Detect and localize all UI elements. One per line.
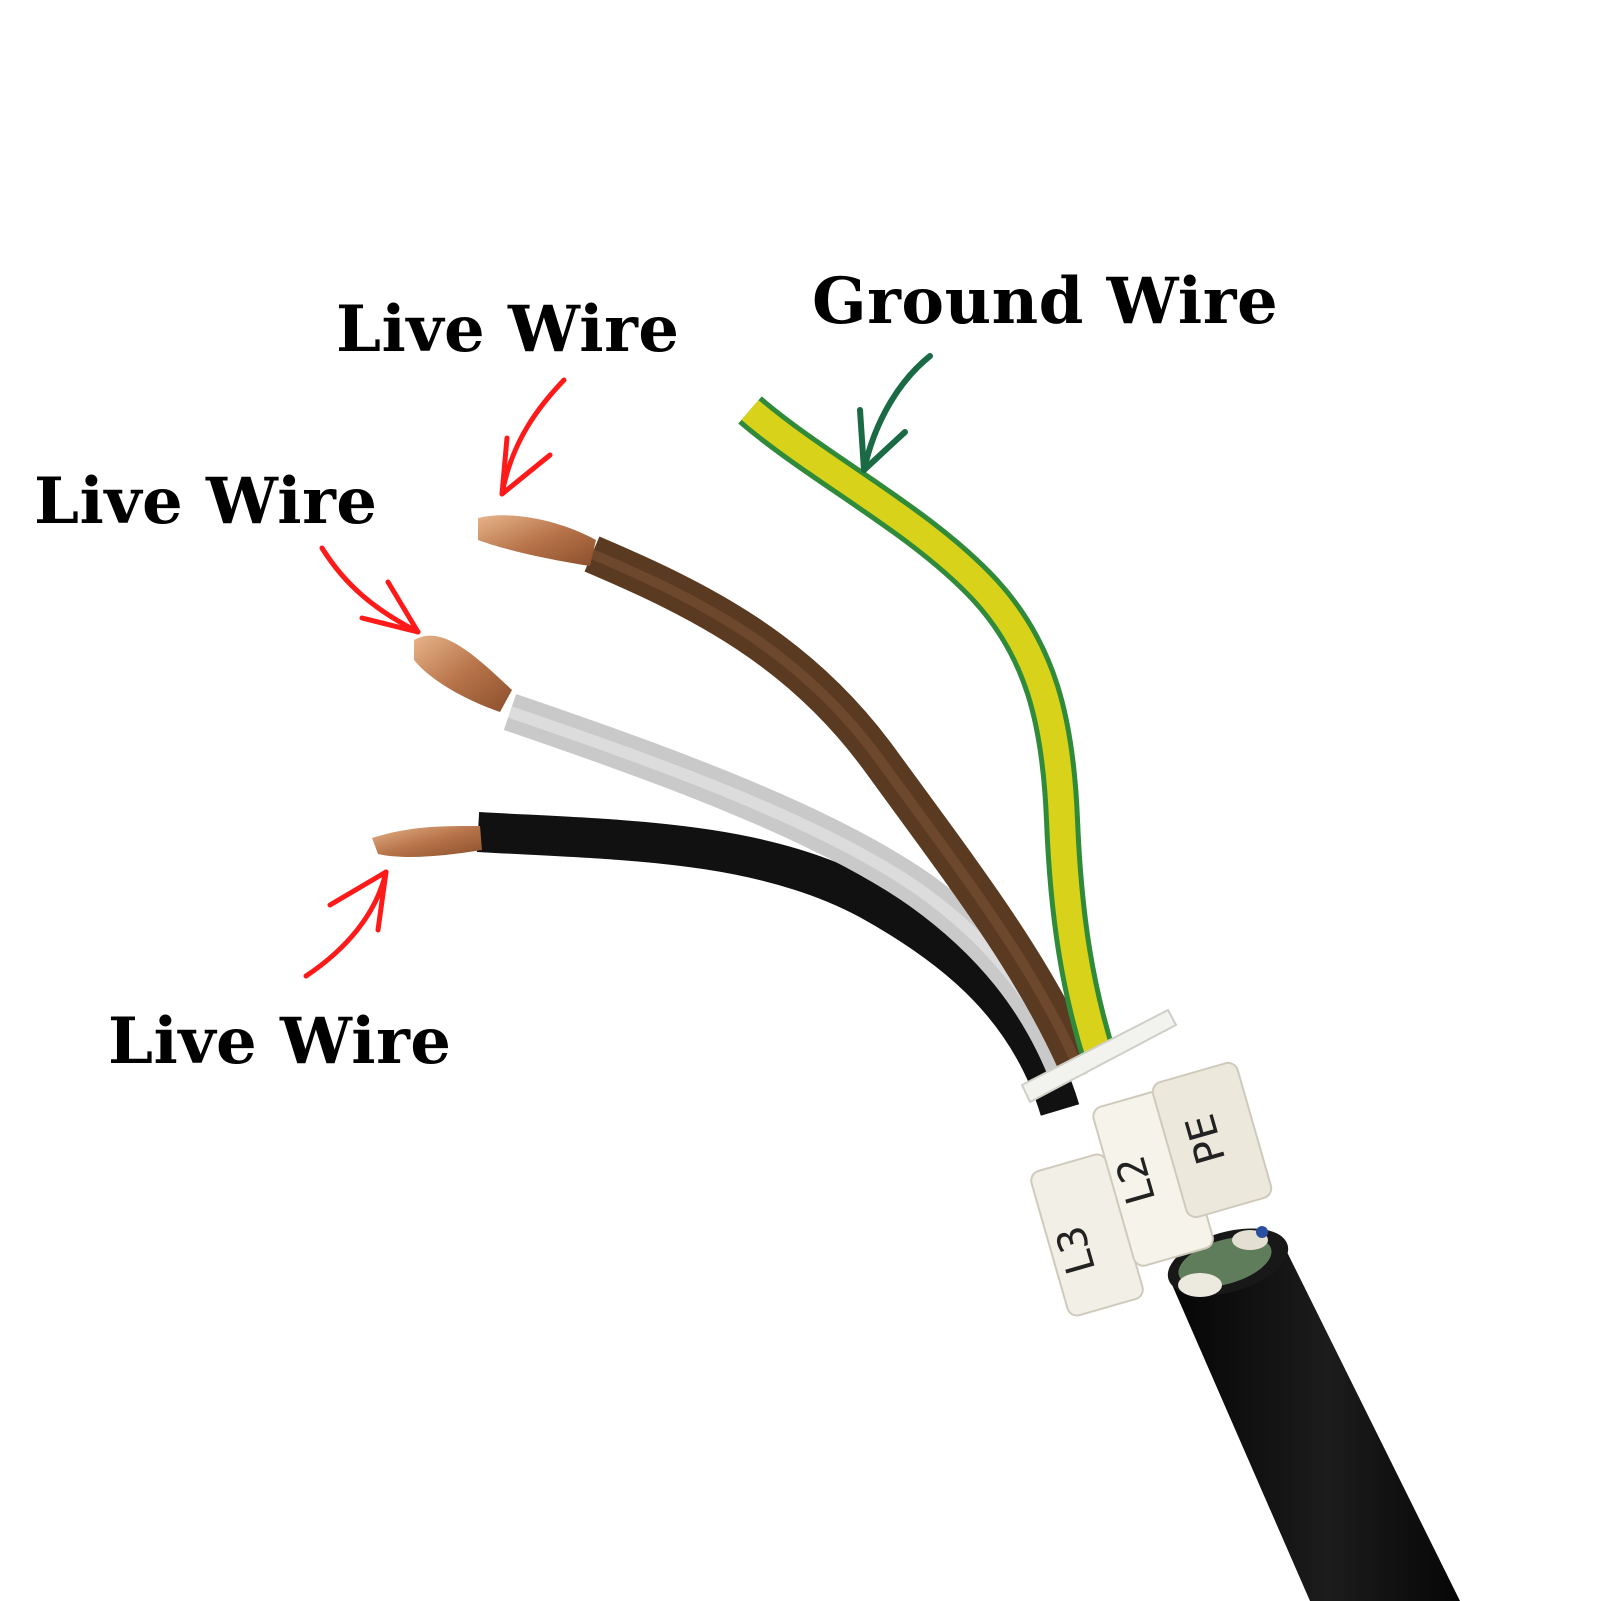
copper-strands — [372, 515, 596, 857]
live-arrow-middle-icon — [319, 545, 421, 635]
black-wire — [476, 812, 1080, 1116]
live-wire-label-top: Live Wire — [336, 292, 680, 367]
live-wire-label-middle: Live Wire — [34, 464, 378, 539]
ground-arrow-icon — [857, 353, 933, 473]
marker-sleeves: L2 PE L3 — [1030, 1061, 1273, 1317]
live-arrow-top-icon — [499, 377, 567, 497]
cable-tie — [1020, 1008, 1178, 1104]
ground-wire-label: Ground Wire — [812, 264, 1279, 339]
live-wire-label-bottom: Live Wire — [108, 1004, 452, 1079]
live-arrow-bottom-icon — [303, 869, 389, 979]
